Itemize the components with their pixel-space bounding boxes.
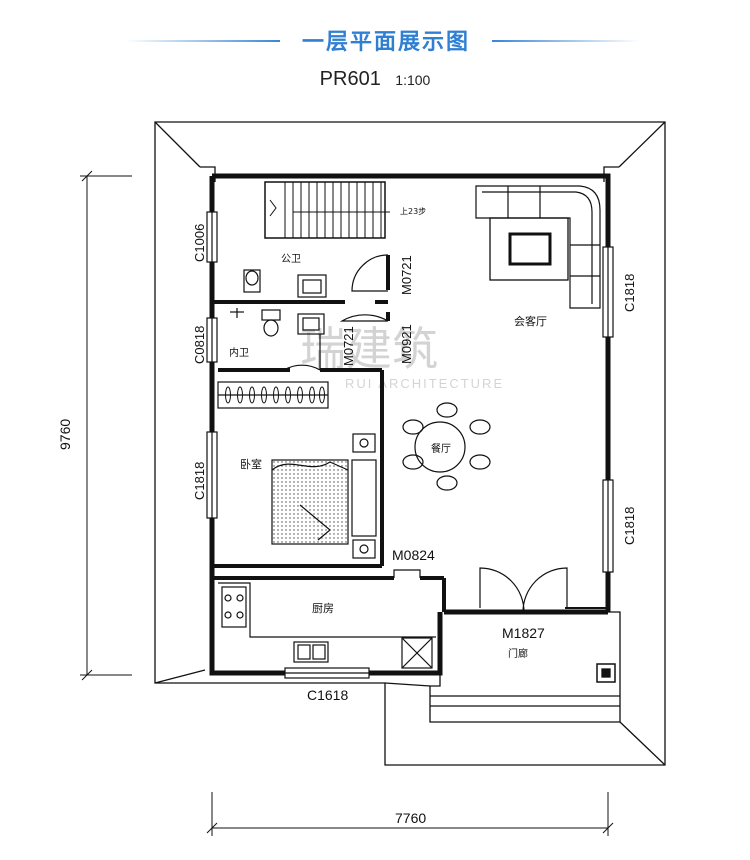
coffee-table xyxy=(489,217,569,281)
page-title: 一层平面展示图 xyxy=(301,30,470,55)
kitchen-counter xyxy=(218,582,436,669)
sink-public xyxy=(297,274,327,298)
bed xyxy=(271,459,349,545)
door-m0721-wc: M0721 xyxy=(399,255,414,295)
dimension-height: 9760 xyxy=(57,419,73,450)
dimension-vertical xyxy=(80,170,132,681)
door-m0721-ensuite: M0721 xyxy=(341,326,356,366)
window-c1818-right-bottom: C1818 xyxy=(622,507,637,545)
sink-ensuite xyxy=(297,313,325,335)
room-kitchen: 厨房 xyxy=(312,602,334,615)
room-living: 会客厅 xyxy=(514,314,547,328)
room-public-wc: 公卫 xyxy=(281,254,301,265)
room-bedroom: 卧室 xyxy=(240,457,262,471)
watermark-sub: RUI ARCHITECTURE xyxy=(345,376,504,391)
window-c1618: C1618 xyxy=(307,687,348,703)
sofa xyxy=(475,185,601,309)
door-m0921: M0921 xyxy=(399,324,414,364)
toilet-ensuite xyxy=(261,309,281,337)
stairs xyxy=(264,181,390,239)
dimension-horizontal xyxy=(206,792,614,836)
interior-walls xyxy=(212,255,446,612)
dimension-width: 7760 xyxy=(395,810,426,826)
stair-note: 上23步 xyxy=(400,207,426,216)
plan-scale: 1:100 xyxy=(395,72,431,88)
door-m0824: M0824 xyxy=(392,547,435,563)
room-ensuite-wc: 内卫 xyxy=(229,346,249,359)
porch xyxy=(384,611,621,723)
title-rule-right xyxy=(492,40,640,42)
window-c0818: C0818 xyxy=(192,326,207,364)
toilet-public xyxy=(243,269,261,293)
window-c1006: C1006 xyxy=(192,224,207,262)
window-c1818-left: C1818 xyxy=(192,462,207,500)
door-swings xyxy=(283,254,568,613)
room-dining: 餐厅 xyxy=(431,442,451,455)
bedside-tables xyxy=(351,433,377,559)
title-rule-left xyxy=(125,40,280,42)
wardrobe xyxy=(217,381,329,409)
plan-code: PR601 xyxy=(319,68,381,90)
window-c1818-right-top: C1818 xyxy=(622,274,637,312)
subtitle: PR601 1:100 xyxy=(0,68,750,91)
door-m1827: M1827 xyxy=(502,625,545,641)
windows xyxy=(206,211,614,679)
watermark: 瑞建筑 RUI ARCHITECTURE xyxy=(300,322,504,391)
room-porch: 门廊 xyxy=(508,647,528,660)
header: 一层平面展示图 PR601 1:100 xyxy=(0,0,750,100)
watermark-brand: 瑞建筑 xyxy=(300,322,438,376)
dining-table xyxy=(402,402,491,491)
shower-icon xyxy=(230,308,244,318)
